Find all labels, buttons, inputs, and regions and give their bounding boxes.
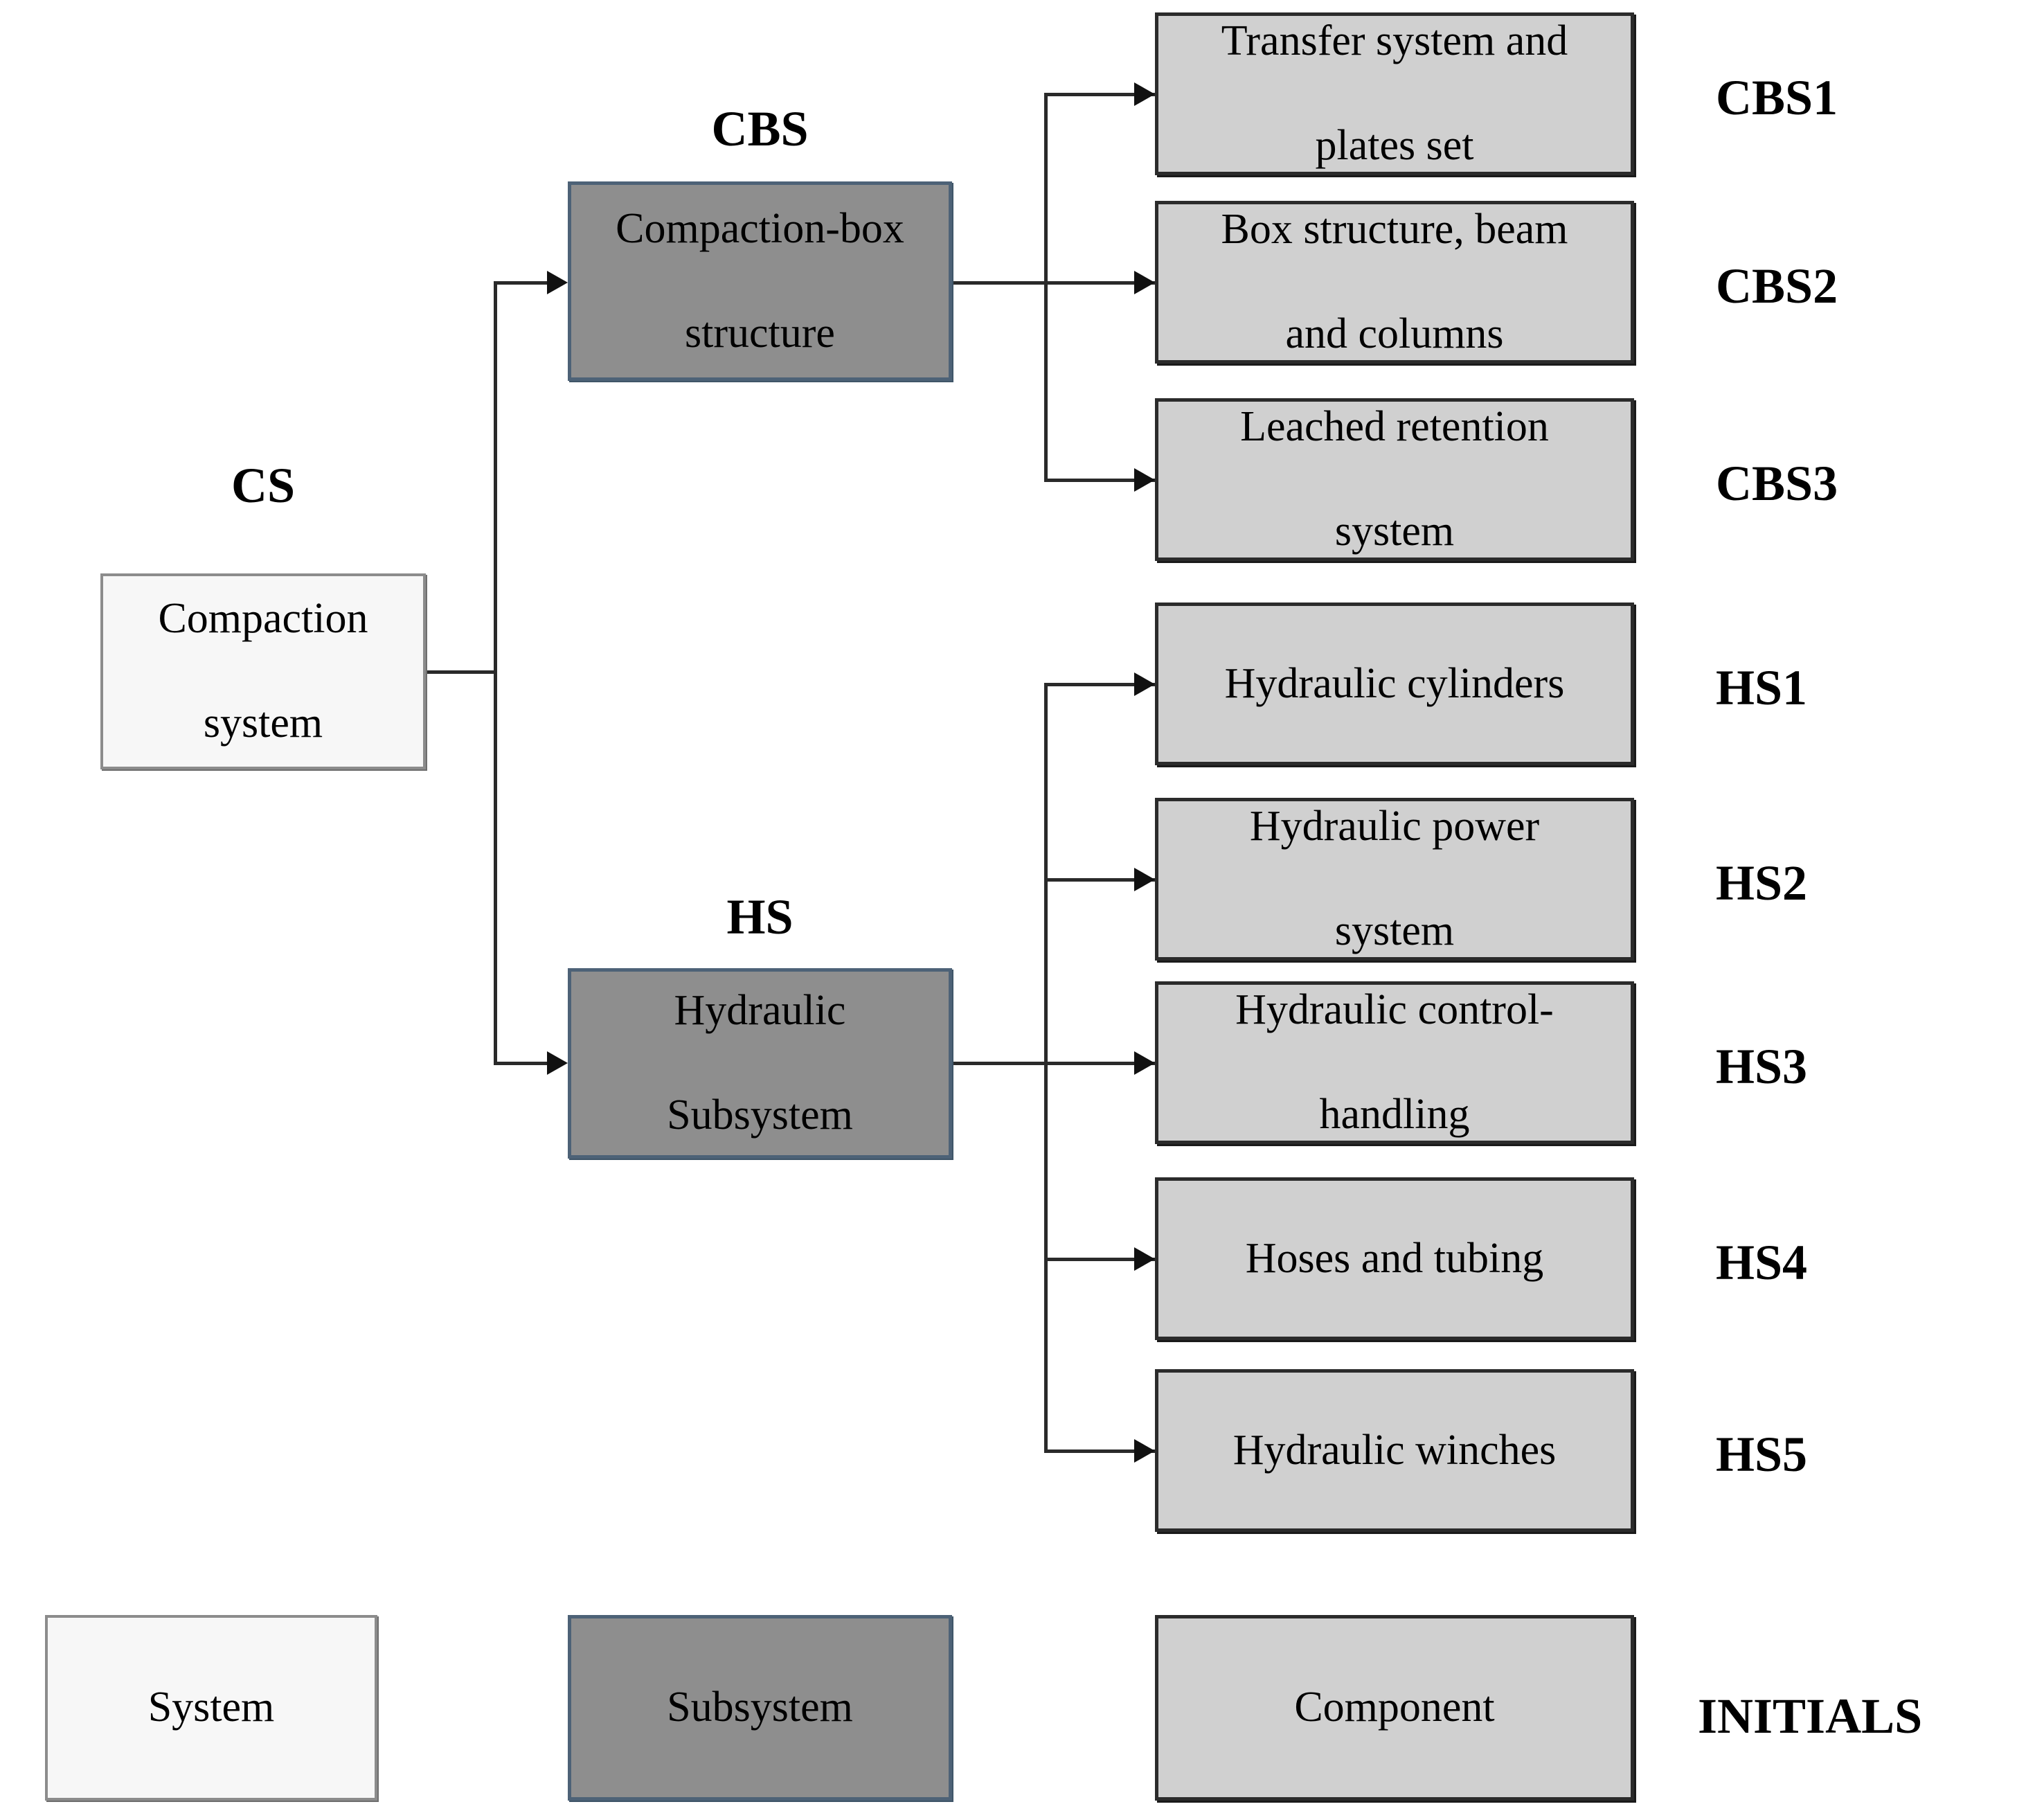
legend-swatch-subsystem: Subsystem <box>568 1615 952 1801</box>
node-component-hs2[interactable]: Hydraulic power system <box>1155 798 1634 961</box>
node-subsystem-hs-label-line1: Hydraulic <box>674 987 846 1035</box>
initials-cbs1: CBS1 <box>1716 70 1838 125</box>
arrowhead-hs-to-hs3 <box>1134 1051 1155 1075</box>
node-component-cbs1-label-line2: plates set <box>1315 122 1474 170</box>
node-subsystem-hs[interactable]: Hydraulic Subsystem <box>568 968 952 1159</box>
node-system-label-line1: Compaction <box>158 595 368 643</box>
subsystem-code-label-hs: HS <box>726 889 794 945</box>
node-component-cbs3-label: Leached retention system <box>1221 401 1568 558</box>
node-component-hs1-label: Hydraulic cylinders <box>1224 659 1565 707</box>
initials-hs3: HS3 <box>1716 1039 1808 1094</box>
arrowhead-cs-to-cbs <box>547 271 568 294</box>
node-system-compaction-system[interactable]: Compaction system <box>100 573 426 769</box>
legend-subsystem-label: Subsystem <box>667 1684 853 1731</box>
node-component-hs3-label-line1: Hydraulic control- <box>1235 986 1554 1034</box>
node-subsystem-hs-label: Hydraulic Subsystem <box>647 985 872 1142</box>
connector-cbs-to-cbs3 <box>1044 479 1155 482</box>
node-subsystem-cbs[interactable]: Compaction-box structure <box>568 181 952 381</box>
connector-cs-to-cbs <box>494 281 563 285</box>
node-component-hs2-label-line1: Hydraulic power <box>1249 803 1540 850</box>
connector-cbs-stub <box>951 281 1155 285</box>
connector-cs-to-hs <box>494 1062 563 1065</box>
connector-cbs-to-cbs1 <box>1044 93 1155 96</box>
node-component-hs4-label: Hoses and tubing <box>1245 1234 1544 1282</box>
node-subsystem-cbs-label: Compaction-box structure <box>596 203 924 360</box>
arrowhead-hs-to-hs4 <box>1134 1247 1155 1271</box>
legend-swatch-system: System <box>45 1615 377 1801</box>
node-component-hs3-label-line2: handling <box>1319 1091 1470 1139</box>
connector-hs-to-hs1 <box>1044 683 1155 686</box>
legend-initials-label: INITIALS <box>1698 1688 1923 1744</box>
connector-hs-to-hs4 <box>1044 1258 1155 1261</box>
node-component-cbs3-label-line1: Leached retention <box>1240 403 1549 451</box>
initials-hs2: HS2 <box>1716 855 1808 911</box>
connector-cbs-trunk <box>1044 94 1048 482</box>
node-component-cbs2-label-line1: Box structure, beam <box>1221 206 1568 253</box>
node-component-hs3-label: Hydraulic control- handling <box>1216 984 1573 1141</box>
node-component-cbs1-label-line1: Transfer system and <box>1221 17 1568 65</box>
connector-hs-to-hs2 <box>1044 878 1155 882</box>
node-component-cbs2[interactable]: Box structure, beam and columns <box>1155 201 1634 364</box>
node-component-cbs3[interactable]: Leached retention system <box>1155 398 1634 561</box>
connector-hs-stub <box>951 1062 1155 1065</box>
node-component-hs2-label-line2: system <box>1334 907 1455 955</box>
node-component-cbs2-label: Box structure, beam and columns <box>1201 204 1587 361</box>
legend-component-label: Component <box>1294 1684 1495 1731</box>
node-component-hs5[interactable]: Hydraulic winches <box>1155 1369 1634 1532</box>
node-system-label: Compaction system <box>138 593 387 750</box>
legend-system-label: System <box>147 1684 275 1731</box>
node-component-hs5-label: Hydraulic winches <box>1232 1426 1557 1474</box>
connector-hs-to-hs5 <box>1044 1449 1155 1453</box>
arrowhead-cs-to-hs <box>547 1051 568 1075</box>
initials-hs4: HS4 <box>1716 1235 1808 1290</box>
node-component-cbs1-label: Transfer system and plates set <box>1202 15 1588 172</box>
node-component-cbs2-label-line2: and columns <box>1285 310 1504 358</box>
node-component-cbs1[interactable]: Transfer system and plates set <box>1155 12 1634 175</box>
legend-swatch-component: Component <box>1155 1615 1634 1801</box>
initials-hs5: HS5 <box>1716 1427 1808 1482</box>
arrowhead-cbs-to-cbs2 <box>1134 271 1155 294</box>
node-component-hs2-label: Hydraulic power system <box>1230 801 1559 958</box>
initials-cbs2: CBS2 <box>1716 258 1838 314</box>
node-subsystem-hs-label-line2: Subsystem <box>667 1091 853 1139</box>
node-component-cbs3-label-line2: system <box>1334 508 1455 555</box>
node-component-hs4[interactable]: Hoses and tubing <box>1155 1177 1634 1340</box>
node-system-label-line2: system <box>203 699 323 747</box>
system-code-label: CS <box>231 458 296 513</box>
node-subsystem-cbs-label-line2: structure <box>685 309 835 357</box>
node-component-hs1[interactable]: Hydraulic cylinders <box>1155 603 1634 765</box>
node-subsystem-cbs-label-line1: Compaction-box <box>616 204 904 252</box>
connector-hs-trunk <box>1044 684 1048 1453</box>
connector-cs-stub <box>424 670 497 674</box>
initials-cbs3: CBS3 <box>1716 456 1838 511</box>
arrowhead-hs-to-hs5 <box>1134 1439 1155 1463</box>
subsystem-code-label-cbs: CBS <box>711 101 809 157</box>
initials-hs1: HS1 <box>1716 660 1808 715</box>
connector-cs-trunk <box>494 283 497 1065</box>
node-component-hs3[interactable]: Hydraulic control- handling <box>1155 981 1634 1144</box>
arrowhead-hs-to-hs1 <box>1134 672 1155 696</box>
arrowhead-hs-to-hs2 <box>1134 868 1155 891</box>
arrowhead-cbs-to-cbs3 <box>1134 468 1155 492</box>
arrowhead-cbs-to-cbs1 <box>1134 82 1155 106</box>
